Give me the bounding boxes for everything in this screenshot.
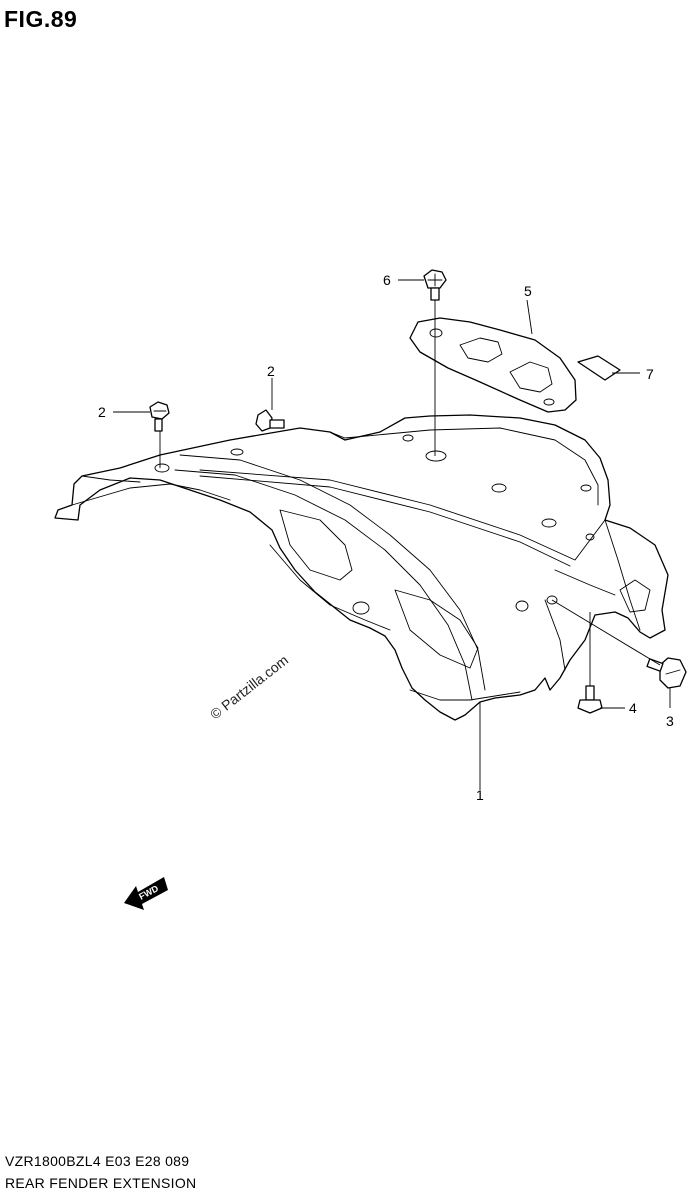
footer-figure-name: REAR FENDER EXTENSION: [5, 1175, 197, 1191]
bracket[interactable]: [409, 317, 577, 413]
watermark: © Partzilla.com: [207, 652, 291, 723]
callout-7: 7: [646, 366, 654, 382]
bolt-top[interactable]: [423, 269, 447, 301]
callout-3: 3: [666, 713, 674, 729]
bolt-right[interactable]: [646, 657, 687, 689]
bolt-lower[interactable]: [577, 685, 603, 714]
bolt-left[interactable]: [149, 401, 170, 432]
callout-2-left: 2: [98, 404, 106, 420]
bolt-center[interactable]: [255, 409, 285, 432]
rear-fender-extension[interactable]: [54, 414, 669, 721]
callout-6: 6: [383, 272, 391, 288]
figure-title: FIG.89: [4, 6, 78, 32]
callout-4: 4: [629, 700, 637, 716]
pad[interactable]: [577, 355, 621, 381]
callout-1: 1: [476, 787, 484, 803]
leader-lines: [113, 279, 671, 790]
callout-2-center: 2: [267, 363, 275, 379]
footer-model-code: VZR1800BZL4 E03 E28 089: [5, 1153, 190, 1169]
callout-5: 5: [524, 283, 532, 299]
fwd-arrow-icon: FWD: [124, 877, 168, 910]
